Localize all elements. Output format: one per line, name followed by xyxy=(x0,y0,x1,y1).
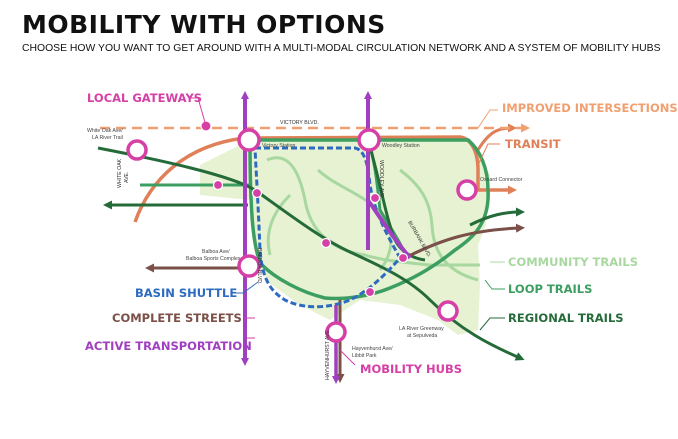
gateway-dots xyxy=(200,120,409,298)
street-white-oak-1: WHITE OAK xyxy=(117,158,123,188)
street-balboa: BALBOA BLVD. xyxy=(256,248,262,285)
active-transport-woodley-diag xyxy=(366,198,412,260)
hub-la-river-greenway xyxy=(437,300,459,322)
street-victory: VICTORY BLVD. xyxy=(280,120,319,126)
hub-victory-station xyxy=(237,128,261,152)
regional-trail-east xyxy=(469,207,525,227)
hub-woodley-station xyxy=(357,128,381,152)
leader-loop xyxy=(484,279,505,290)
mobility-hubs xyxy=(126,128,478,343)
label-local-gateways: LOCAL GATEWAYS xyxy=(87,91,202,105)
hub-label-white-oak-1: White Oak Ave/ xyxy=(87,128,123,134)
hub-label-haynenhurst-2: Libbit Park xyxy=(352,353,377,359)
regional-trail-main xyxy=(97,146,525,361)
label-basin-shuttle: BASIN SHUTTLE xyxy=(135,286,237,300)
leader-shuttle xyxy=(235,281,259,294)
hub-label-greenway-2: at Sepulveda xyxy=(407,333,437,339)
hub-oxnard-connector xyxy=(456,179,478,201)
hub-haynenhurst xyxy=(325,321,347,343)
page-subtitle: CHOOSE HOW YOU WANT TO GET AROUND WITH A… xyxy=(22,43,661,54)
leader-regional xyxy=(479,317,505,331)
street-woodley: WOODLEY AVE. xyxy=(378,160,384,199)
leader-transit xyxy=(477,143,500,166)
hub-label-greenway-1: LA River Greenway xyxy=(399,326,444,332)
basin-shuttle-loop xyxy=(253,146,402,309)
page-title: MOBILITY WITH OPTIONS xyxy=(22,10,386,39)
label-mobility-hubs: MOBILITY HUBS xyxy=(360,362,462,376)
hub-white-oak xyxy=(126,139,148,161)
label-complete-streets: COMPLETE STREETS xyxy=(112,311,242,325)
street-hayvenhurst: HAYVENHURST AVE. xyxy=(325,329,331,380)
street-white-oak-2: AVE. xyxy=(124,172,130,183)
loop-trail xyxy=(248,138,490,301)
hub-label-victory-station: Victory Station xyxy=(262,143,295,149)
hub-label-woodley-station: Woodley Station xyxy=(382,143,420,149)
hub-label-balboa-1: Balboa Ave/ xyxy=(202,249,230,255)
label-transit: TRANSIT xyxy=(505,137,561,151)
leader-lines xyxy=(190,97,356,366)
label-community-trails: COMMUNITY TRAILS xyxy=(508,255,638,269)
hub-label-oxnard-connector: Oxnard Connector xyxy=(480,177,523,183)
complete-street-burbank xyxy=(404,223,525,260)
hub-label-balboa-2: Balboa Sports Complex xyxy=(186,256,241,262)
label-improved-intersections: IMPROVED INTERSECTIONS xyxy=(502,101,678,115)
hub-balboa xyxy=(237,254,261,278)
label-regional-trails: REGIONAL TRAILS xyxy=(508,311,624,325)
hub-label-white-oak-2: LA River Trail xyxy=(92,135,123,141)
leader-improved xyxy=(477,109,498,129)
label-loop-trails: LOOP TRAILS xyxy=(508,282,592,296)
hub-label-haynenhurst-1: Hayvenhurst Ave/ xyxy=(352,346,393,352)
label-active-transportation: ACTIVE TRANSPORTATION xyxy=(85,339,252,353)
